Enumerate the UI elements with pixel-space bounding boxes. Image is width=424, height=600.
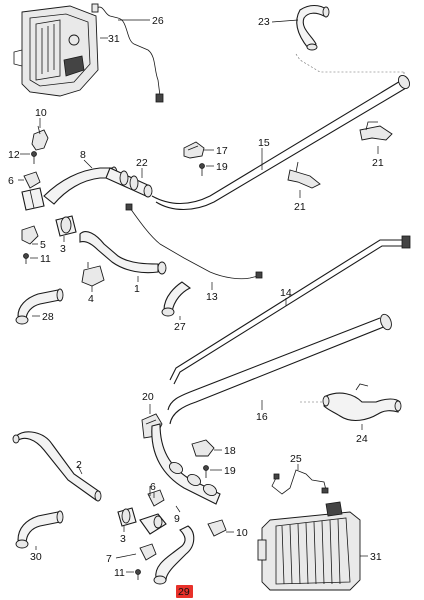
sleeve-3-upper: [55, 215, 77, 237]
hose-27: [161, 281, 192, 317]
hose-28: [15, 288, 64, 325]
clip-21-upper: [359, 121, 393, 141]
callout-19-upper: 19: [216, 161, 228, 173]
sleeve-3-lower: [117, 507, 137, 527]
bolt-19-lower: [203, 465, 209, 478]
hose-29: [153, 525, 195, 585]
hose-8: [43, 166, 118, 205]
callout-20: 20: [142, 391, 154, 403]
callout-17: 17: [216, 145, 228, 157]
connector-6-upper: [21, 171, 45, 211]
bracket-17: [183, 141, 205, 159]
callout-4: 4: [88, 293, 94, 305]
callout-9: 9: [174, 513, 180, 525]
bracket-5: [21, 225, 39, 245]
pipe-16: [167, 313, 392, 425]
callout-10-upper: 10: [35, 107, 47, 119]
bracket-7: [139, 543, 157, 561]
bolt-11-lower: [135, 569, 141, 580]
callout-14: 14: [280, 287, 292, 299]
bracket-4: [81, 262, 105, 287]
callout-7: 7: [106, 553, 112, 565]
callout-13: 13: [206, 291, 218, 303]
pipe-25: [271, 469, 329, 495]
callout-28: 28: [42, 311, 54, 323]
bolt-19-upper: [199, 163, 205, 176]
callout-29-highlight-box: [176, 585, 193, 598]
callout-11-lower: 11: [114, 567, 125, 579]
callout-29: 29: [178, 586, 190, 598]
hose-1: [79, 231, 167, 275]
callout-19-lower: 19: [224, 465, 236, 477]
callout-8: 8: [80, 149, 86, 161]
callout-15: 15: [258, 137, 270, 149]
hose-2: [12, 431, 102, 502]
callout-18: 18: [224, 445, 236, 457]
callout-2: 2: [76, 459, 82, 471]
wire-13: [125, 203, 263, 280]
callout-6-lower: 6: [150, 481, 156, 493]
engine-housing-top: [13, 5, 99, 97]
callout-23: 23: [258, 16, 270, 28]
callout-21-lower: 21: [294, 201, 306, 213]
callout-3-lower: 3: [120, 533, 126, 545]
radiator-31: [257, 501, 361, 591]
callout-12-upper: 12: [8, 149, 20, 161]
connector-6-lower: [147, 486, 165, 507]
callout-3-upper: 3: [60, 243, 66, 255]
hose-9: [151, 423, 221, 505]
callout-26: 26: [152, 15, 164, 27]
bracket-18: [191, 439, 215, 457]
callout-22: 22: [136, 157, 148, 169]
callout-16: 16: [256, 411, 268, 423]
elbow-joint-lower: [139, 513, 167, 535]
hose-30: [15, 510, 64, 549]
callout-21-upper: 21: [372, 157, 384, 169]
callout-30: 30: [30, 551, 42, 563]
callout-25: 25: [290, 453, 302, 465]
pipe-14: [169, 235, 411, 385]
callout-11-upper: 11: [40, 253, 51, 265]
bolt-11-upper: [23, 253, 29, 264]
pipe-15: [151, 74, 411, 211]
hose-24: [322, 383, 402, 422]
hose-22: [105, 167, 153, 198]
callout-31-upper: 31: [108, 33, 120, 45]
callout-27: 27: [174, 321, 186, 333]
hose-23: [296, 4, 330, 51]
callout-1: 1: [134, 283, 140, 295]
callout-10-lower: 10: [236, 527, 248, 539]
clip-10-upper: [31, 125, 49, 151]
callout-5: 5: [40, 239, 46, 251]
callout-31-lower: 31: [370, 551, 382, 563]
clip-10-lower: [207, 519, 227, 537]
callout-6-upper: 6: [8, 175, 14, 187]
clip-21-lower: [287, 161, 321, 189]
sensor-wire-26: [91, 3, 164, 103]
bolt-12-upper: [31, 151, 37, 164]
callout-24: 24: [356, 433, 368, 445]
